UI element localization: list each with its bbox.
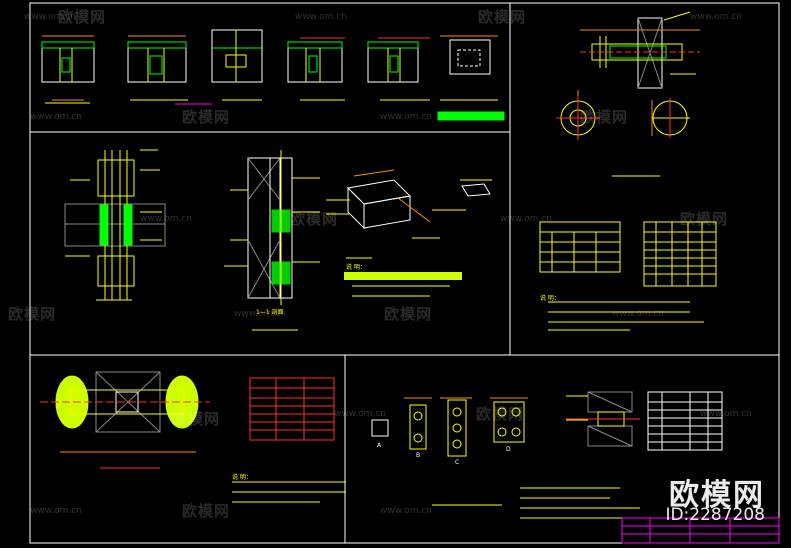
table-bottom-right [647, 391, 723, 451]
detail-bottom-right [566, 391, 640, 447]
watermark-text: 欧模网 [8, 305, 57, 323]
detail-2 [127, 35, 212, 105]
notes-title-right: 说 明： [540, 295, 560, 302]
view-d-label: D [506, 446, 511, 453]
watermark-url: www.om.cn [334, 409, 386, 419]
brand-id: ID:2287208 [665, 505, 765, 525]
watermark-url: www.om.cn [380, 506, 432, 516]
watermark-url: www.om.cn [295, 12, 347, 22]
note-highlight-1 [344, 272, 462, 280]
detail-5 [367, 37, 430, 101]
watermark-text: 欧模网 [476, 405, 525, 423]
detail-row-top [41, 29, 505, 121]
detail-6 [437, 35, 505, 121]
watermark-text: 欧模网 [182, 502, 231, 520]
table-dimension [643, 221, 717, 287]
watermark-url: www.om.cn [30, 112, 82, 122]
notes-right [548, 301, 704, 331]
watermark-text: 欧模网 [290, 210, 339, 228]
watermark-text: 欧模网 [58, 8, 107, 26]
notes-bottom-left [232, 481, 346, 503]
watermark-text: 欧模网 [182, 108, 231, 126]
detail-floor-pipe [64, 149, 166, 301]
notes-title-middle: 说 明： [346, 264, 366, 271]
drawing-border [29, 2, 780, 544]
watermark-text: 欧模网 [580, 108, 629, 126]
notes-bottom-right [520, 487, 640, 519]
notes-title-bottom-left: 说 明： [232, 474, 252, 481]
watermark-url: www.om.cn [500, 214, 552, 224]
detail-pipe-collar [40, 371, 210, 469]
title-block [621, 517, 780, 544]
detail-4 [287, 37, 345, 101]
notes-middle [346, 257, 450, 297]
view-c-label: C [455, 459, 460, 466]
detail-wall-sleeve [556, 11, 700, 177]
watermark-url: www.om.cn [24, 12, 76, 22]
detail-1 [41, 35, 95, 104]
table-material [539, 221, 621, 273]
watermark-url: www.om.cn [30, 506, 82, 516]
detail-isometric-box [326, 169, 492, 239]
detail-plate-views [371, 397, 528, 506]
brand-logo-text: 欧模网 [669, 478, 765, 513]
view-b-label: B [416, 452, 421, 459]
view-a-label: A [377, 442, 382, 449]
watermark-url: www.om.cn [690, 12, 742, 22]
watermark-url: www.om.cn [380, 112, 432, 122]
watermark-text: 欧模网 [172, 410, 221, 428]
watermark-url: www.om.cn [612, 309, 664, 319]
watermark-url: www.om.cn [700, 409, 752, 419]
watermark-text: 欧模网 [478, 8, 527, 26]
detail-3 [211, 29, 263, 101]
watermark-text: 欧模网 [384, 305, 433, 323]
watermark-text: 欧模网 [680, 210, 729, 228]
detail-wall-section [224, 150, 320, 331]
section-1-1-label: 1—1 剖面 [256, 309, 284, 316]
table-bottom-left [249, 377, 335, 441]
watermark-url: www.om.cn [234, 309, 286, 319]
watermark-url: www.om.cn [140, 214, 192, 224]
